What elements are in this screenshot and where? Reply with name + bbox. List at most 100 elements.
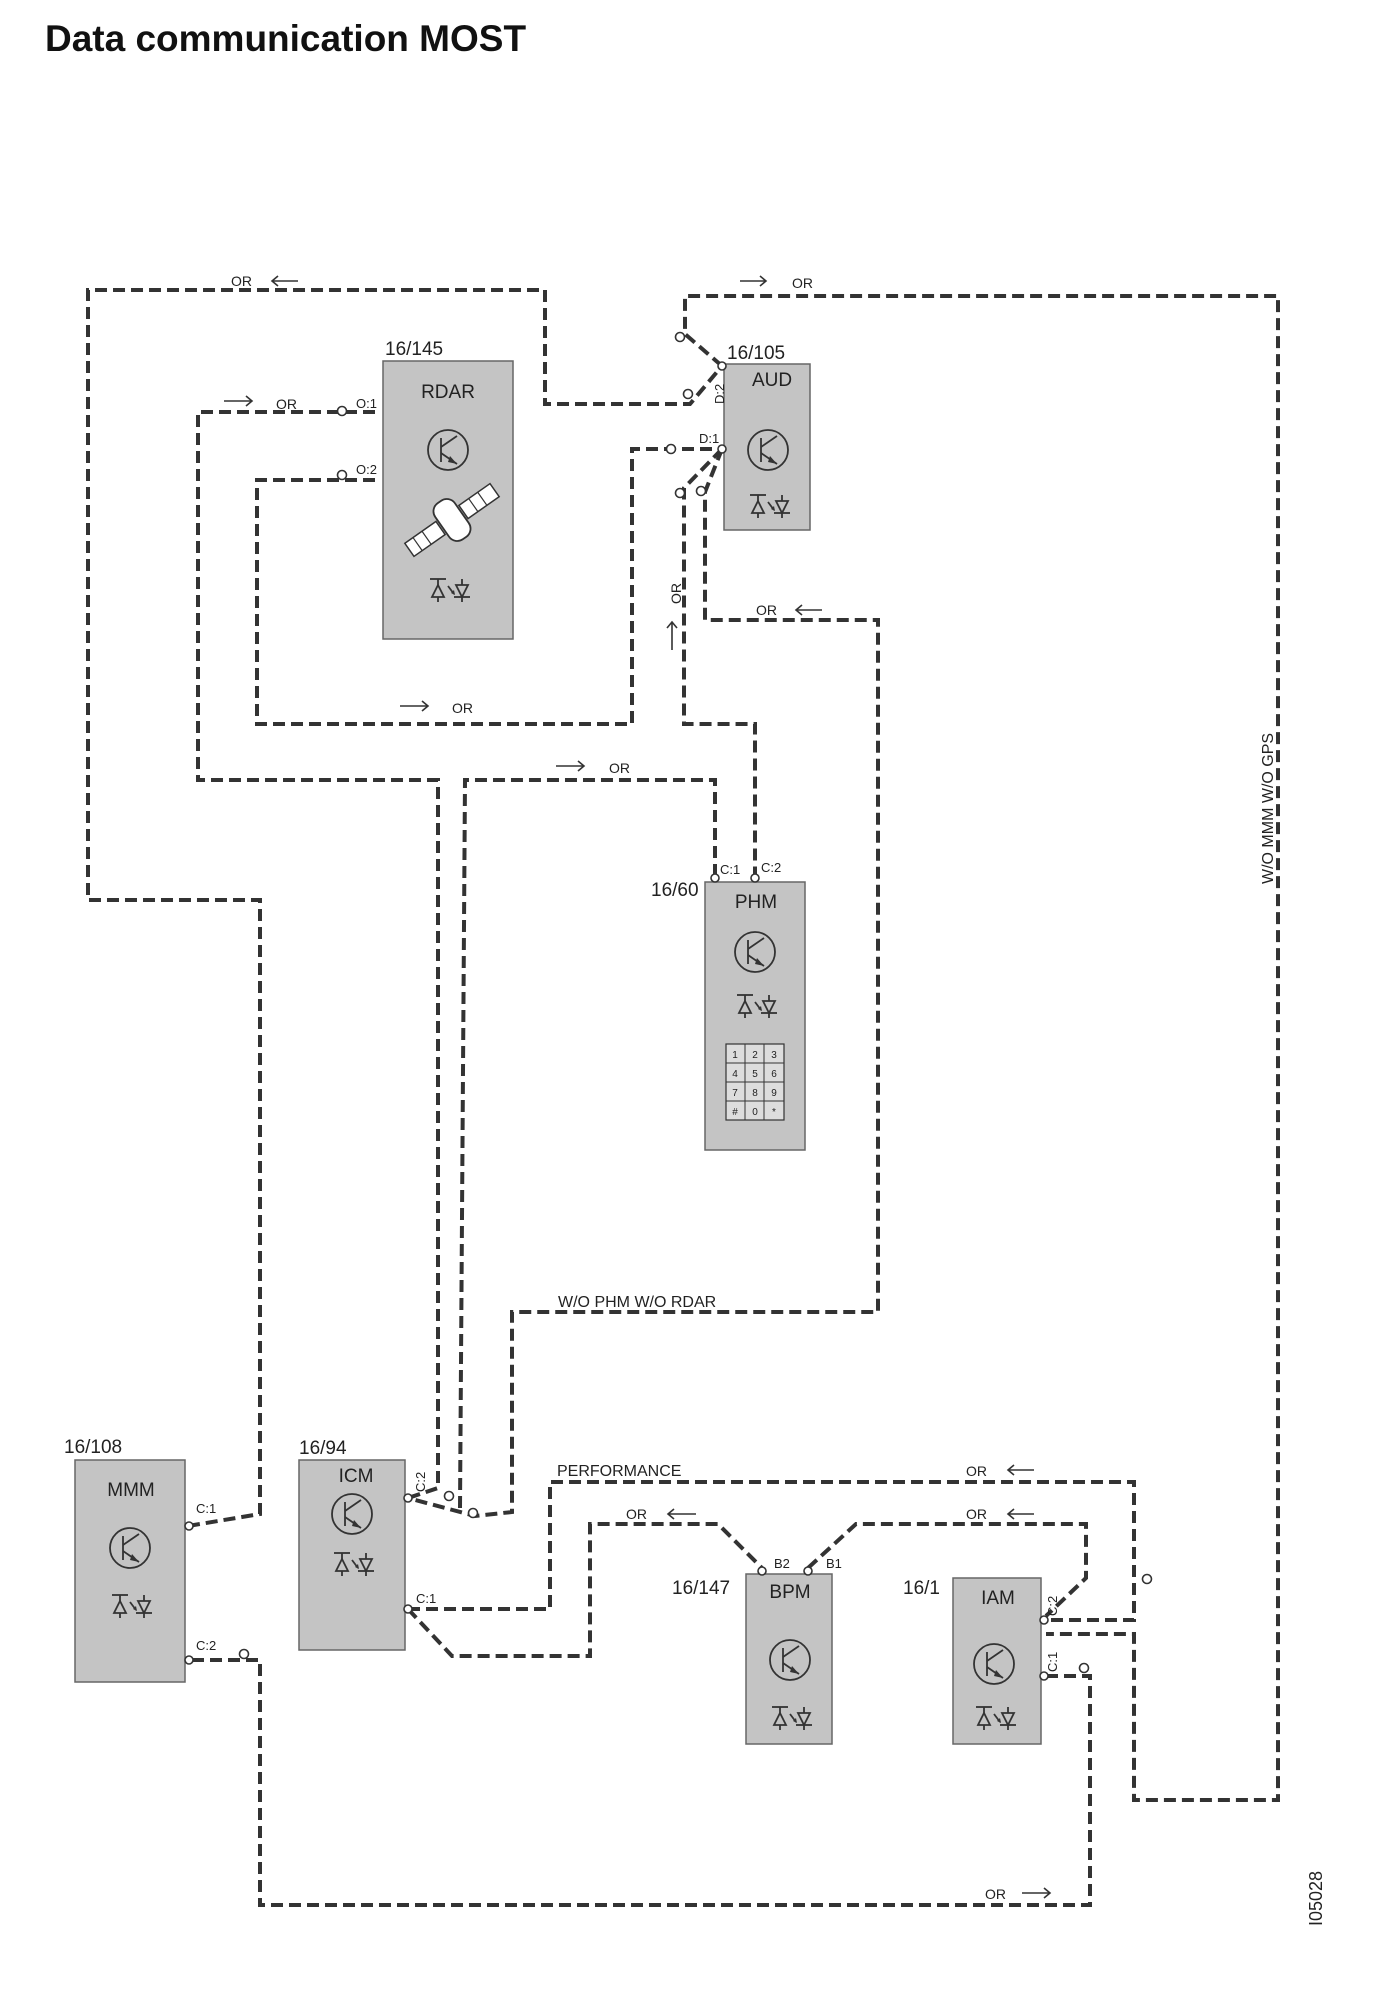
module-box bbox=[74, 1459, 186, 1683]
connector-pin bbox=[750, 873, 760, 883]
connector-pin bbox=[403, 1604, 413, 1614]
pin-label: O:2 bbox=[356, 462, 377, 477]
arrow-right-icon bbox=[1022, 1887, 1052, 1899]
svg-text:8: 8 bbox=[752, 1088, 758, 1099]
wire-label-or: OR bbox=[668, 583, 684, 604]
module-mmm: 16/108 MMM C:1 C:2 bbox=[64, 1437, 216, 1683]
module-icm: 16/94 ICM C:2 C:1 bbox=[298, 1438, 436, 1651]
connector-pin bbox=[710, 873, 720, 883]
splice-circle bbox=[443, 1490, 455, 1502]
connector-pin bbox=[1039, 1671, 1049, 1681]
satellite-icon bbox=[403, 482, 501, 558]
svg-text:7: 7 bbox=[732, 1088, 738, 1099]
module-name: BPM bbox=[769, 1582, 810, 1603]
module-box bbox=[298, 1459, 406, 1651]
module-name: ICM bbox=[339, 1466, 374, 1487]
pin-label: C:2 bbox=[1045, 1596, 1060, 1616]
module-aud: 16/105 AUD D:2 D:1 bbox=[699, 343, 811, 531]
pin-label: C:1 bbox=[196, 1501, 216, 1516]
pin-label: O:1 bbox=[356, 396, 377, 411]
connector-pin bbox=[1039, 1615, 1049, 1625]
module-name: AUD bbox=[752, 370, 792, 391]
module-ref: 16/145 bbox=[385, 339, 443, 360]
svg-text:6: 6 bbox=[771, 1069, 777, 1080]
wire-mmm-c1-to-aud-d2 bbox=[86, 288, 724, 1528]
svg-text:2: 2 bbox=[752, 1050, 758, 1061]
wire-label-wo-mmm-wo-gps: W/O MMM W/O GPS bbox=[1260, 733, 1277, 884]
connector-pin bbox=[757, 1566, 767, 1576]
pin-label: C:2 bbox=[413, 1472, 428, 1492]
pin-label: D:2 bbox=[712, 384, 727, 404]
wire-icm-to-phm-c1 bbox=[458, 778, 717, 1509]
module-name: RDAR bbox=[421, 382, 475, 403]
wires bbox=[86, 288, 1280, 1907]
module-ref: 16/60 bbox=[651, 880, 699, 901]
wire-label-or: OR bbox=[609, 760, 630, 776]
module-box bbox=[952, 1577, 1042, 1745]
svg-text:1: 1 bbox=[732, 1050, 738, 1061]
module-ref: 16/147 bbox=[672, 1578, 730, 1599]
wire-icm-c1-to-bpm-b2 bbox=[406, 1522, 764, 1658]
arrow-left-icon bbox=[666, 1508, 696, 1520]
wire-labels: OR OR OR OR OR OR OR W/O MMM W/O GPS W/O… bbox=[224, 273, 1277, 1902]
wire-label-or: OR bbox=[626, 1506, 647, 1522]
wire-label-or: OR bbox=[792, 275, 813, 291]
module-name: IAM bbox=[981, 1588, 1015, 1609]
svg-text:9: 9 bbox=[771, 1088, 777, 1099]
pin-label: C:1 bbox=[1045, 1652, 1060, 1672]
pin-label: D:1 bbox=[699, 431, 719, 446]
pin-label: B1 bbox=[826, 1556, 842, 1571]
module-ref: 16/105 bbox=[727, 343, 785, 364]
module-iam: 16/1 IAM C:2 C:1 bbox=[903, 1577, 1060, 1745]
splice-circle bbox=[695, 485, 707, 497]
module-ref: 16/108 bbox=[64, 1437, 122, 1458]
wire-aud-d2-to-right-loop bbox=[683, 294, 1280, 1802]
connector-pin bbox=[803, 1566, 813, 1576]
pin-label: C:2 bbox=[761, 860, 781, 875]
svg-text:5: 5 bbox=[752, 1069, 758, 1080]
wire-aud-d1-to-phm-c2 bbox=[682, 447, 757, 876]
svg-text:0: 0 bbox=[752, 1107, 758, 1118]
connector-pin bbox=[717, 361, 727, 371]
module-bpm: 16/147 BPM B2 B1 bbox=[672, 1556, 842, 1745]
splice-circle bbox=[682, 388, 694, 400]
connector-pin bbox=[717, 444, 727, 454]
connector-pin bbox=[403, 1493, 413, 1503]
splice-circle bbox=[336, 469, 348, 481]
arrow-left-icon bbox=[1006, 1464, 1034, 1476]
wire-aud-to-icm-wo-phm-rdar bbox=[407, 448, 880, 1519]
wire-label-performance: PERFORMANCE bbox=[557, 1463, 681, 1480]
wire-label-wo-phm-wo-rdar: W/O PHM W/O RDAR bbox=[558, 1294, 716, 1311]
wire-rdar-o2-to-aud-d1 bbox=[255, 447, 722, 726]
module-name: MMM bbox=[107, 1480, 154, 1501]
connector-pin bbox=[184, 1655, 194, 1665]
keypad-icon: 1 2 3 4 5 6 7 8 9 # 0 * bbox=[725, 1043, 785, 1121]
arrow-left-icon bbox=[1006, 1508, 1034, 1520]
splice-circle bbox=[1141, 1573, 1153, 1585]
connector-pin bbox=[184, 1521, 194, 1531]
wire-iam-c1-to-mmm-c2 bbox=[188, 1658, 1092, 1907]
svg-text:4: 4 bbox=[732, 1069, 738, 1080]
wire-label-or: OR bbox=[756, 602, 777, 618]
wire-rdar-o1-to-icm bbox=[196, 410, 440, 1500]
module-box bbox=[723, 363, 811, 531]
wire-label-or: OR bbox=[985, 1886, 1006, 1902]
module-ref: 16/94 bbox=[299, 1438, 347, 1459]
splice-points bbox=[238, 331, 1153, 1674]
arrow-right-icon bbox=[740, 275, 768, 287]
splice-circle bbox=[665, 443, 677, 455]
splice-circle bbox=[467, 1507, 479, 1519]
module-phm: 16/60 PHM 1 2 3 4 5 6 7 8 9 # 0 * C:1 C:… bbox=[651, 860, 806, 1151]
arrow-left-icon bbox=[794, 604, 822, 616]
page-title: Data communication MOST bbox=[45, 18, 527, 59]
splice-circle bbox=[1078, 1662, 1090, 1674]
splice-circle bbox=[336, 405, 348, 417]
pin-label: B2 bbox=[774, 1556, 790, 1571]
figure-code: I05028 bbox=[1306, 1871, 1326, 1926]
pin-label: C:2 bbox=[196, 1638, 216, 1653]
arrow-right-icon bbox=[556, 760, 586, 772]
wire-label-or: OR bbox=[966, 1463, 987, 1479]
pin-label: C:1 bbox=[720, 862, 740, 877]
module-rdar: 16/145 RDAR O:1 O:2 bbox=[356, 339, 514, 640]
wire-label-or: OR bbox=[231, 273, 252, 289]
